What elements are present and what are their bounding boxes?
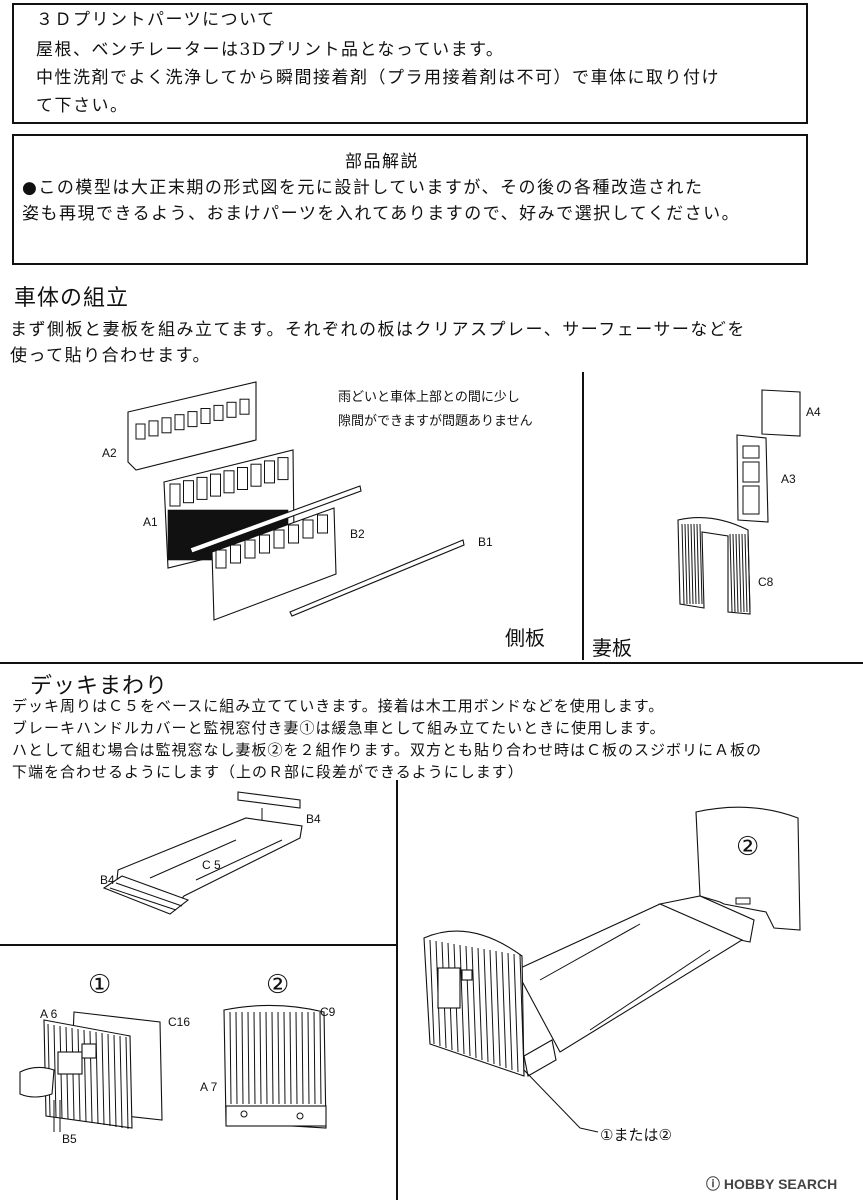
- gutter-note-line1: 雨どいと車体上部との間に少し: [338, 390, 520, 405]
- body-section-line2: 使って貼り合わせます。: [10, 346, 211, 366]
- label-c5: C 5: [202, 858, 221, 872]
- assembly-two-label: ②: [736, 832, 760, 862]
- parts-desc-line1: ●この模型は大正末期の形式図を元に設計していますが、その後の各種改造された: [22, 178, 704, 198]
- deck-section-heading: デッキまわり: [30, 674, 169, 699]
- label-a6: A 6: [40, 1007, 58, 1021]
- print-parts-line1: 屋根、ベンチレーターは3Dプリント品となっています。: [36, 40, 505, 60]
- label-b1: B1: [478, 535, 493, 549]
- print-parts-line2: 中性洗剤でよく洗浄してから瞬間接着剤（プラ用接着剤は不可）で車体に取り付け: [36, 68, 720, 88]
- label-a3: A3: [781, 472, 796, 486]
- watermark-icon: ⓘ: [706, 1176, 720, 1192]
- label-b5: B5: [62, 1132, 77, 1146]
- deck-section-line2: ブレーキハンドルカバーと監視窓付き妻①は緩急車として組み立てたいときに使用します…: [12, 719, 666, 737]
- variant-one-label: ①: [88, 970, 112, 1000]
- parts-desc-title: 部品解説: [345, 152, 419, 172]
- caption-end-panel: 妻板: [592, 636, 632, 660]
- deck-divider-horizontal: [0, 944, 397, 946]
- label-a4: A4: [806, 405, 821, 419]
- label-c8: C8: [758, 575, 774, 589]
- caption-side-panel: 側板: [505, 626, 545, 650]
- label-a2: A2: [102, 446, 117, 460]
- label-b4-left: B4: [100, 873, 115, 887]
- deck-divider-vertical: [396, 780, 398, 1200]
- label-a7: A 7: [200, 1080, 218, 1094]
- label-b2: B2: [350, 527, 365, 541]
- deck-section-line3: ハとして組む場合は監視窓なし妻板②を２組作ります。双方とも貼り合わせ時はＣ板のス…: [12, 741, 763, 759]
- print-parts-title: ３Ｄプリントパーツについて: [36, 10, 276, 30]
- label-c16: C16: [168, 1015, 191, 1029]
- parts-desc-box: [12, 134, 808, 265]
- deck-section-line1: デッキ周りはＣ５をベースに組み立てていきます。接着は木工用ボンドなどを使用します…: [12, 697, 665, 715]
- print-parts-box: [12, 3, 808, 124]
- label-a1: A1: [143, 515, 158, 529]
- label-c9: C9: [320, 1005, 336, 1019]
- deck-section-line4: 下端を合わせるようにします（上のＲ部に段差ができるようにします）: [12, 763, 524, 781]
- body-section-heading: 車体の組立: [14, 286, 130, 311]
- parts-desc-line2: 姿も再現できるよう、おまけパーツを入れてありますので、好みで選択してください。: [22, 204, 741, 224]
- label-b4-top: B4: [306, 812, 321, 826]
- section-divider-horizontal: [0, 662, 863, 664]
- section-divider-vertical: [582, 372, 584, 660]
- print-parts-line3: て下さい。: [36, 96, 129, 116]
- one-or-two-label: ①または②: [600, 1126, 672, 1144]
- gutter-note-line2: 隙間ができますが問題ありません: [338, 414, 533, 429]
- watermark-text: HOBBY SEARCH: [723, 1176, 838, 1192]
- watermark-logo: ⓘ HOBBY SEARCH: [706, 1174, 837, 1194]
- body-section-line1: まず側板と妻板を組み立てます。それぞれの板はクリアスプレー、サーフェーサーなどを: [10, 320, 746, 340]
- variant-two-label: ②: [266, 970, 290, 1000]
